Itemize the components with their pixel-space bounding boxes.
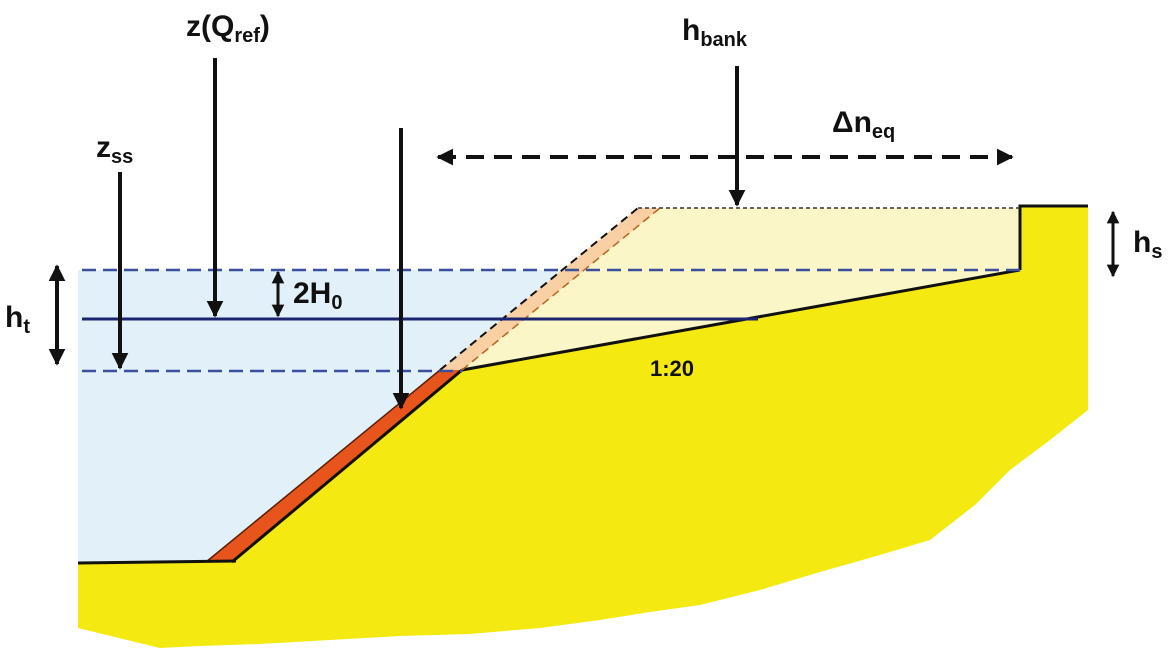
nourishment-edge-right <box>461 207 661 371</box>
crest-outline <box>1018 204 1088 270</box>
label-h-s: hs <box>1133 226 1162 263</box>
nourishment-band <box>440 208 660 370</box>
label-slope: 1:20 <box>650 356 694 381</box>
label-z-ss: zss <box>96 131 133 168</box>
label-delta-n-eq: Δneq <box>832 106 895 143</box>
revetment-layer <box>206 370 462 562</box>
label-2h0: 2H0 <box>293 277 342 314</box>
beach-fill-area <box>462 208 1020 370</box>
revetment-outline <box>231 368 463 564</box>
label-z-qref: z(Qref) <box>186 10 270 47</box>
label-h-t: ht <box>5 301 30 338</box>
sea-bottom-line <box>77 559 237 565</box>
label-h-bank: hbank <box>682 14 748 51</box>
nourishment-edge-left <box>439 207 639 371</box>
soil-body <box>78 206 1088 648</box>
